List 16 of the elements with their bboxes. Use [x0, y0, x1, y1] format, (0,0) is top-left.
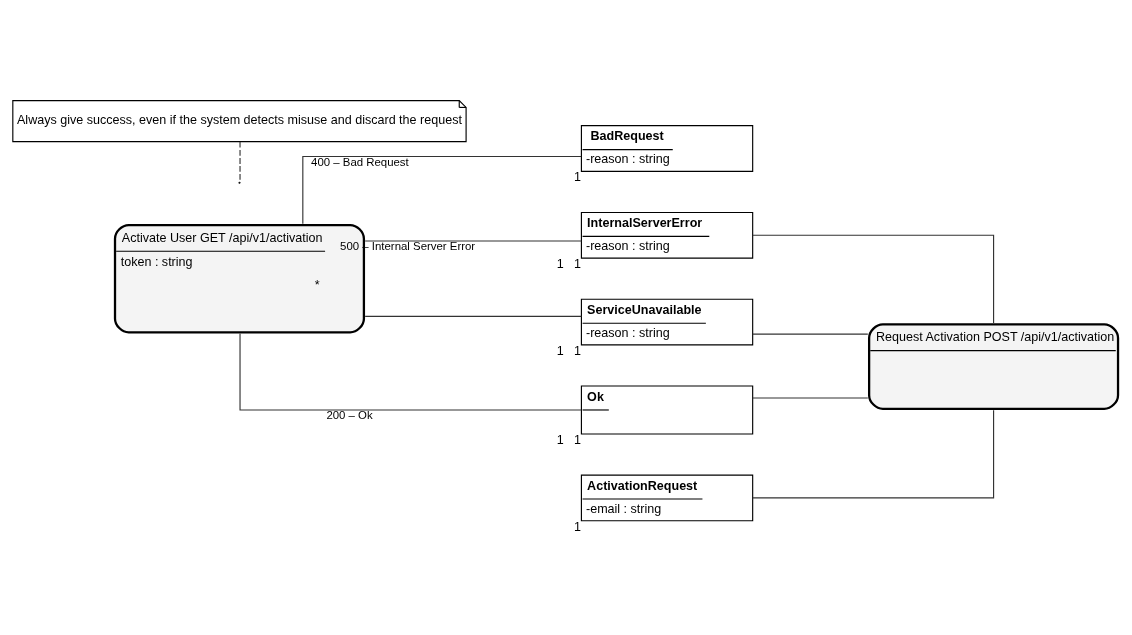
edge-label: 400 – Bad Request — [311, 155, 409, 168]
connector — [752, 333, 869, 335]
connector — [302, 155, 582, 225]
connector — [364, 315, 582, 317]
connector — [364, 240, 582, 242]
connector — [239, 333, 582, 411]
edge-label: 200 – Ok — [326, 409, 373, 422]
connector — [752, 397, 869, 399]
connector — [752, 409, 995, 499]
node-label: 1 1 — [556, 433, 582, 448]
node-label: 1 1 — [556, 257, 582, 272]
connector — [752, 234, 995, 324]
connector — [239, 141, 241, 184]
node-label: 1 1 — [556, 343, 582, 358]
node-label: 1 — [573, 519, 581, 534]
node-label: 1 — [573, 170, 581, 185]
